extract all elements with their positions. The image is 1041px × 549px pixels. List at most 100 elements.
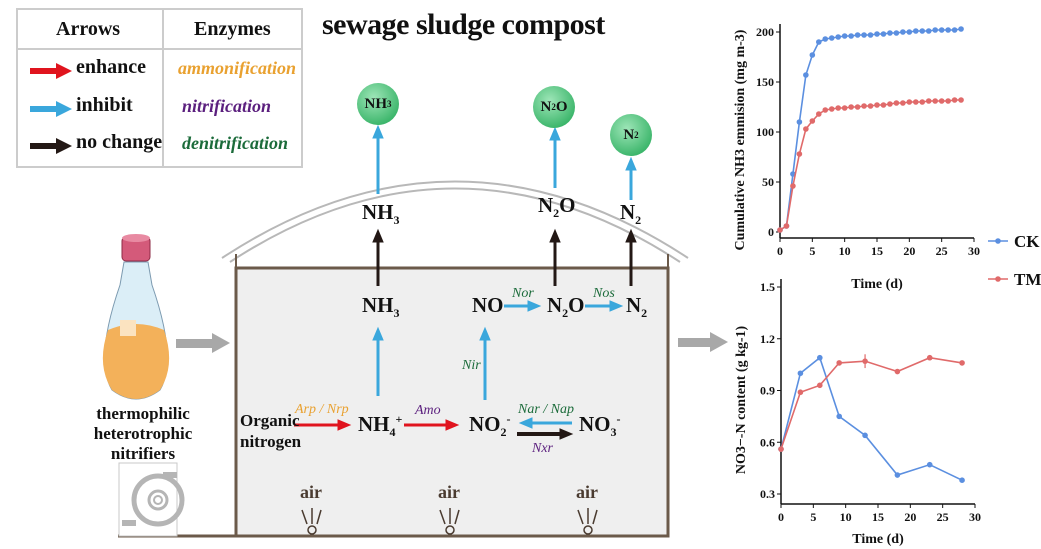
data-point-ck — [836, 413, 842, 420]
data-point-ck — [867, 32, 874, 38]
data-point-tm — [959, 360, 965, 366]
data-point-tm — [932, 98, 938, 104]
data-point-tm — [803, 126, 809, 132]
gas-n2o-label-b: O — [555, 98, 568, 115]
y-tick-label: 150 — [756, 75, 774, 89]
no-change-arrow-icon — [30, 138, 72, 154]
no-label: NO — [472, 293, 504, 317]
x-tick-label: 15 — [871, 244, 883, 258]
gas-nh3-label: NH — [364, 95, 388, 112]
data-point-tm — [854, 104, 861, 110]
black-arrow-icon — [372, 228, 637, 286]
air-label: air — [576, 482, 598, 502]
data-point-tm — [913, 99, 919, 105]
y-tick-label: 0.9 — [760, 384, 775, 398]
enzyme-nir: Nir — [462, 358, 481, 373]
y-tick-label: 0.3 — [760, 487, 775, 501]
legend-enhance: enhance — [76, 56, 146, 78]
air-label: air — [300, 482, 322, 502]
y-axis-label: NO3−-N content (g kg-1) — [734, 325, 749, 474]
organic-label-line2: nitrogen — [240, 432, 302, 451]
blue-arrow-icon — [372, 124, 637, 429]
data-point-ck — [925, 28, 932, 34]
inoculant-label: thermophilic heterotrophic nitrifiers — [88, 404, 198, 464]
y-tick-label: 100 — [756, 125, 774, 139]
y-tick-label: 1.5 — [760, 280, 775, 294]
inhibit-arrow-icon — [30, 101, 72, 117]
air-label: air — [438, 482, 460, 502]
data-point-ck — [822, 36, 829, 42]
x-tick-label: 10 — [839, 244, 851, 258]
data-point-tm — [790, 183, 796, 189]
nh3-label: NH3 — [362, 293, 400, 321]
data-point-ck — [862, 432, 868, 439]
data-point-tm — [835, 105, 841, 111]
legend-no-change: no change — [76, 131, 163, 153]
data-point-ck — [913, 28, 919, 34]
y-axis-label: Cumulative NH3 emmision (mg m-3) — [733, 29, 748, 250]
process-arrow-icon — [176, 332, 728, 353]
data-point-ck — [828, 35, 835, 41]
data-point-ck — [816, 39, 822, 45]
red-arrow-icon — [294, 419, 460, 431]
no3-label: NO3- — [579, 412, 621, 440]
legend-label-tm: TM — [1014, 270, 1041, 289]
enzymes-header: Enzymes — [194, 18, 271, 40]
data-point-tm — [817, 382, 823, 389]
data-point-ck — [951, 27, 958, 33]
inoculant-line1: thermophilic — [96, 404, 190, 423]
data-point-tm — [822, 107, 829, 113]
x-tick-label: 0 — [777, 244, 783, 258]
data-point-ck — [797, 370, 804, 377]
gas-n2o-sub: 2 — [551, 102, 556, 112]
data-point-tm — [777, 227, 783, 233]
data-point-ck — [906, 29, 913, 35]
gas-n2o-label: N — [540, 98, 552, 115]
data-point-tm — [894, 368, 901, 375]
x-tick-label: 20 — [904, 510, 916, 524]
data-point-tm — [958, 97, 964, 103]
enzyme-amo: Amo — [415, 403, 441, 418]
x-tick-label: 10 — [840, 510, 852, 524]
enhance-arrow-icon — [30, 63, 72, 79]
data-point-ck — [854, 32, 861, 38]
enzyme-nxr: Nxr — [532, 441, 553, 456]
data-point-ck — [835, 34, 841, 40]
legend-marker-ck — [995, 238, 1001, 244]
data-point-tm — [861, 103, 867, 109]
data-point-tm — [841, 105, 848, 111]
organic-nitrogen-label: Organic nitrogen — [240, 410, 301, 452]
data-point-tm — [926, 354, 933, 361]
inoculant-line2: heterotrophic — [93, 424, 193, 443]
gas-n2-sub: 2 — [634, 130, 639, 140]
data-point-tm — [797, 389, 804, 396]
n2-label-top: N2 — [620, 200, 642, 228]
data-point-ck — [803, 72, 809, 78]
data-point-tm — [778, 446, 784, 452]
data-point-ck — [894, 472, 901, 478]
legend-table: Arrows Enzymes enhance inhibit no change… — [16, 8, 303, 168]
x-tick-label: 30 — [968, 244, 980, 258]
data-point-tm — [828, 106, 835, 112]
data-point-ck — [959, 477, 965, 484]
n2o-label-top: N2O — [538, 193, 576, 221]
nh4-label: NH4+ — [358, 412, 403, 440]
data-point-tm — [874, 102, 880, 108]
compost-container — [234, 266, 670, 538]
x-tick-label: 5 — [809, 244, 815, 258]
dome-outer — [221, 180, 689, 259]
legend-marker-tm — [995, 276, 1001, 282]
series-line-ck — [780, 356, 963, 481]
y-tick-label: 50 — [762, 175, 774, 189]
data-point-ck — [919, 28, 926, 34]
diagram-title: sewage sludge compost — [322, 8, 605, 41]
blower-icon — [118, 462, 185, 537]
arrows-header: Arrows — [56, 18, 121, 40]
legend-inhibit: inhibit — [76, 94, 133, 116]
data-point-tm — [809, 118, 816, 124]
data-point-ck — [893, 30, 900, 36]
y-tick-label: 0 — [768, 225, 774, 239]
inoculant-line3: nitrifiers — [110, 444, 176, 463]
